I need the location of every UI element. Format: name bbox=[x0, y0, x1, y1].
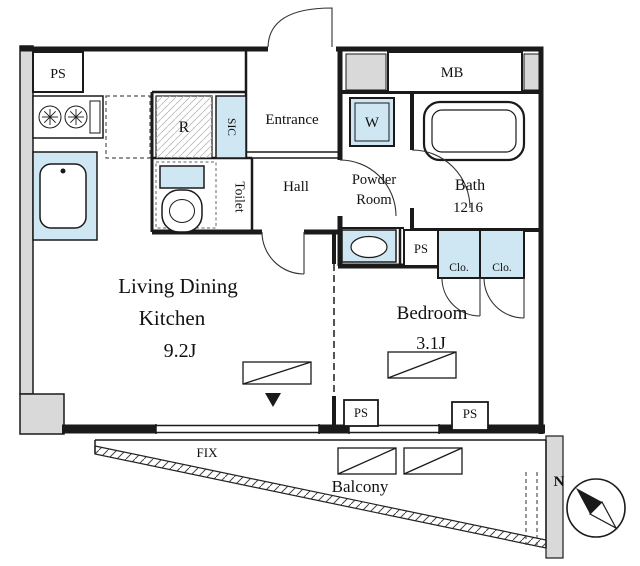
label-closet-left: Clo. bbox=[449, 262, 469, 274]
balcony-railing bbox=[94, 445, 547, 549]
bathtub bbox=[422, 100, 526, 162]
washer-box bbox=[349, 97, 395, 147]
label-ldk-1: Living Dining bbox=[118, 274, 238, 298]
ps-box-bottom-right bbox=[451, 401, 489, 431]
label-ps-top-left: PS bbox=[50, 67, 66, 82]
service-band-balcony-right bbox=[545, 435, 564, 559]
service-band-mb-left bbox=[345, 53, 387, 91]
balcony bbox=[94, 439, 547, 549]
powder-door-swing bbox=[339, 159, 397, 217]
toilet-room bbox=[155, 161, 217, 233]
closet-left-box bbox=[437, 229, 481, 279]
bedroom-diagonal-symbol bbox=[387, 351, 457, 379]
label-ps-bottom-right: PS bbox=[463, 406, 477, 421]
label-bedroom: Bedroom bbox=[397, 303, 468, 324]
balcony-diagonal-symbol-left bbox=[337, 447, 397, 475]
label-refrigerator: R bbox=[179, 119, 190, 136]
toilet-bowl bbox=[161, 189, 203, 233]
service-band-left bbox=[19, 45, 34, 395]
label-powder-2: Room bbox=[356, 192, 392, 208]
door-swings bbox=[261, 7, 471, 275]
ps-box-bottom-left bbox=[343, 399, 379, 427]
service-band-mb-right bbox=[523, 53, 540, 91]
wash-basin bbox=[341, 229, 397, 263]
labels: PS MB R SIC Entrance W Toilet Hall Powde… bbox=[50, 65, 564, 496]
entry-marker-triangle bbox=[265, 393, 281, 407]
balcony-diagonal-symbol-right bbox=[403, 447, 463, 475]
kitchen-cupboard-dashed bbox=[105, 95, 151, 159]
compass-icon bbox=[566, 478, 626, 538]
label-powder-1: Powder bbox=[352, 172, 396, 188]
label-hall: Hall bbox=[283, 179, 309, 195]
label-shoe-closet: SIC bbox=[225, 118, 237, 136]
diagonal-symbols bbox=[242, 351, 463, 475]
hall-ldk-door-swing bbox=[261, 231, 305, 275]
label-washer: W bbox=[365, 115, 380, 131]
closets bbox=[437, 229, 525, 319]
windows bbox=[155, 424, 440, 434]
ps-box-top-left bbox=[32, 51, 84, 93]
label-ldk-2: Kitchen bbox=[139, 306, 206, 330]
shoe-closet-box bbox=[215, 95, 247, 159]
entrance-door-swing bbox=[267, 7, 333, 48]
kitchen-sink-icon bbox=[32, 151, 98, 241]
label-ps-bottom-left: PS bbox=[354, 406, 368, 420]
toilet-tank bbox=[159, 165, 205, 189]
storage-top bbox=[155, 95, 247, 159]
stove-icon bbox=[32, 95, 104, 139]
ldk-diagonal-symbol bbox=[242, 361, 312, 385]
label-bath-size: 1216 bbox=[453, 200, 484, 216]
label-meter-box: MB bbox=[441, 65, 464, 81]
label-compass-north: N bbox=[554, 474, 565, 490]
label-ps-middle: PS bbox=[414, 242, 428, 256]
service-notch-bottom-left bbox=[19, 393, 65, 435]
meter-box bbox=[387, 51, 523, 93]
label-balcony: Balcony bbox=[332, 477, 389, 496]
shaft-boxes bbox=[32, 51, 523, 431]
label-fix-window: FIX bbox=[197, 445, 219, 460]
kitchen bbox=[32, 95, 151, 241]
closet-door-swings bbox=[441, 277, 525, 319]
fix-window bbox=[155, 424, 320, 434]
label-closet-right: Clo. bbox=[492, 262, 512, 274]
bath-door-swing bbox=[411, 149, 471, 209]
label-ldk-size: 9.2J bbox=[164, 340, 197, 362]
label-toilet: Toilet bbox=[233, 181, 248, 213]
closet-right-box bbox=[479, 229, 525, 279]
powder-room bbox=[341, 97, 397, 263]
label-entrance: Entrance bbox=[265, 112, 319, 128]
label-bath: Bath bbox=[455, 177, 485, 194]
ps-box-middle bbox=[403, 229, 439, 267]
bathroom bbox=[422, 100, 526, 162]
label-bedroom-size: 3.1J bbox=[416, 333, 446, 353]
